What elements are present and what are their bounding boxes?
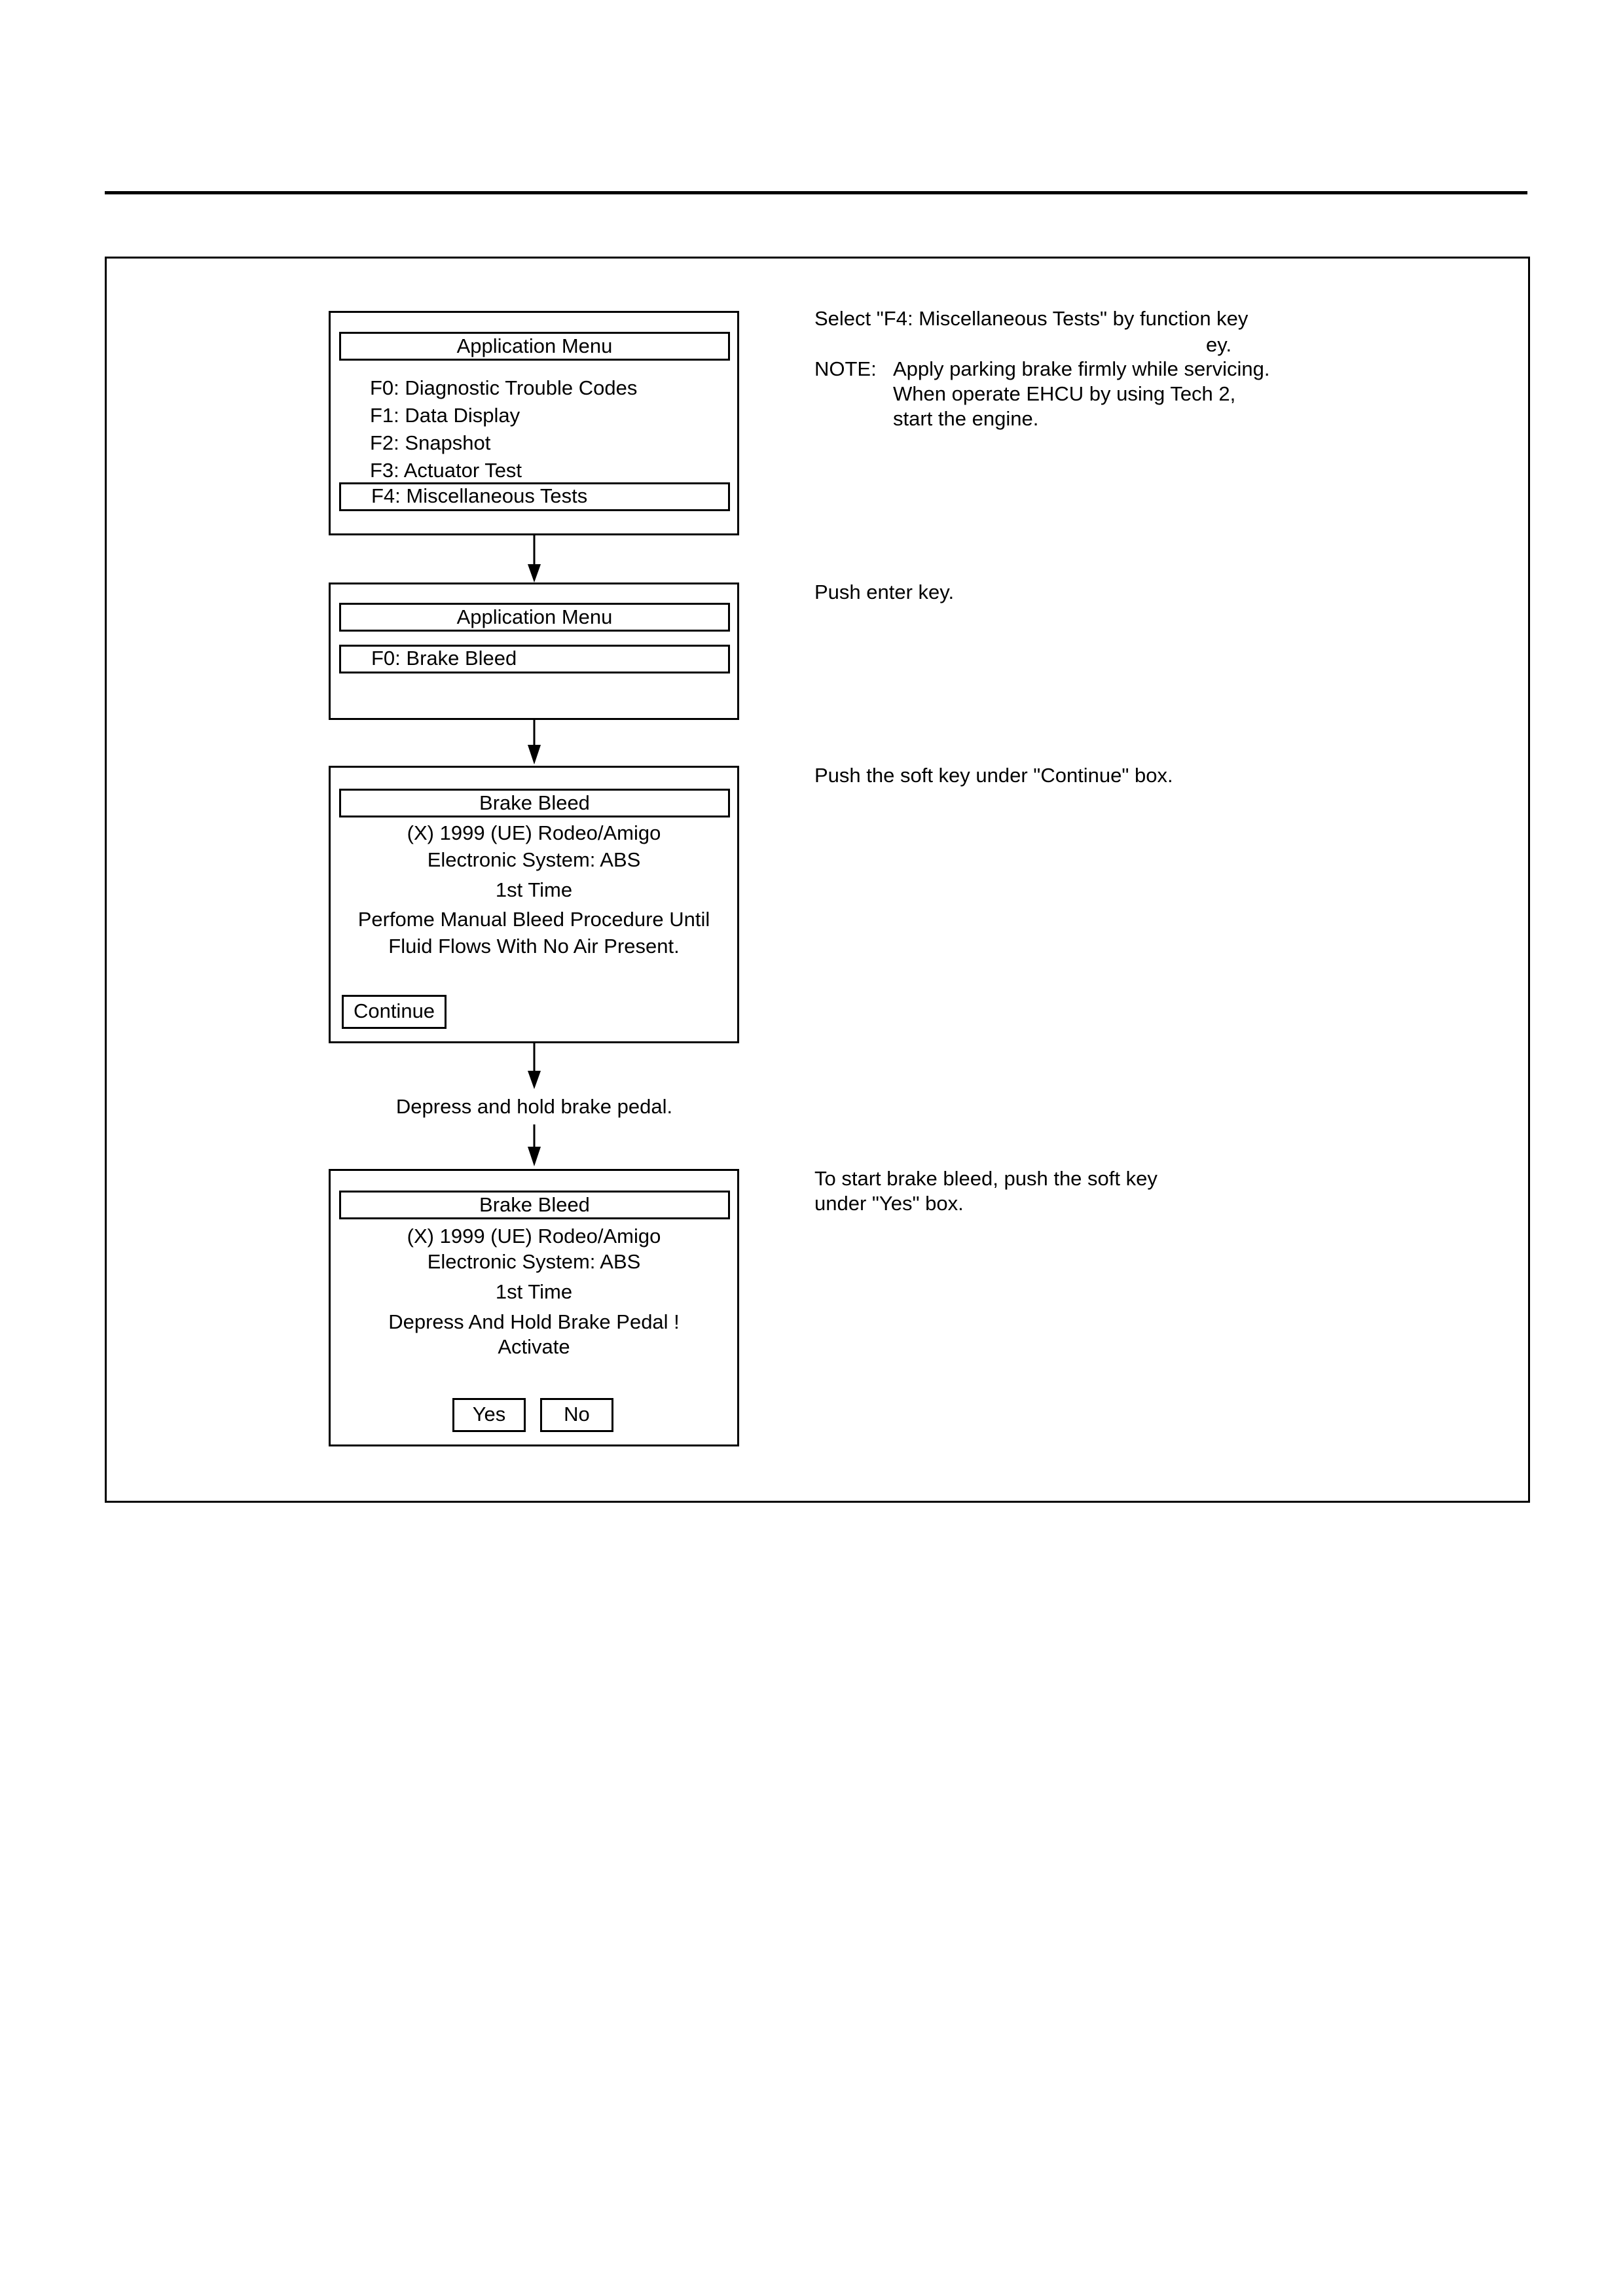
- note-line-1: Apply parking brake firmly while servici…: [893, 357, 1270, 380]
- menu-item-dtc: F0: Diagnostic Trouble Codes: [370, 376, 638, 399]
- flow-arrow-2: [528, 720, 541, 764]
- note-line-3: start the engine.: [893, 407, 1039, 430]
- depress-hold-step: Depress and hold brake pedal.: [395, 1095, 673, 1118]
- depress-hold-line: Depress And Hold Brake Pedal !: [388, 1310, 680, 1333]
- time-line: 1st Time: [495, 878, 573, 901]
- screen-title: Application Menu: [339, 332, 730, 361]
- figure-frame: [105, 257, 1530, 1503]
- flow-arrow-1: [528, 535, 541, 583]
- flow-arrow-4: [528, 1124, 541, 1166]
- screen-brake-bleed-continue: Brake Bleed (X) 1999 (UE) Rodeo/Amigo El…: [329, 766, 739, 1043]
- system-line: Electronic System: ABS: [427, 1250, 641, 1273]
- vehicle-line: (X) 1999 (UE) Rodeo/Amigo: [407, 1225, 661, 1247]
- instruction-step-2: Push enter key.: [814, 581, 955, 603]
- menu-item-actuator-test: F3: Actuator Test: [370, 459, 522, 482]
- time-line: 1st Time: [495, 1280, 573, 1303]
- menu-item-miscellaneous-tests: F4: Miscellaneous Tests: [339, 482, 730, 511]
- menu-item-data-display: F1: Data Display: [370, 404, 520, 427]
- procedure-line-2: Fluid Flows With No Air Present.: [388, 935, 680, 958]
- instruction-step-4-line-1: To start brake bleed, push the soft key: [814, 1167, 1158, 1190]
- procedure-line-1: Perfome Manual Bleed Procedure Until: [357, 908, 710, 931]
- screen-title: Brake Bleed: [339, 1191, 730, 1219]
- flow-arrow-3: [528, 1043, 541, 1089]
- screen-title: Brake Bleed: [339, 789, 730, 817]
- screen-application-menu-2: Application Menu F0: Brake Bleed: [329, 583, 739, 720]
- menu-item-snapshot: F2: Snapshot: [370, 431, 491, 454]
- vehicle-line: (X) 1999 (UE) Rodeo/Amigo: [407, 821, 661, 844]
- instruction-step-1: Select "F4: Miscellaneous Tests" by func…: [814, 307, 1249, 330]
- system-line: Electronic System: ABS: [427, 848, 641, 871]
- continue-box: Continue: [342, 995, 447, 1029]
- note-line-2: When operate EHCU by using Tech 2,: [893, 382, 1236, 405]
- screen-brake-bleed-activate: Brake Bleed (X) 1999 (UE) Rodeo/Amigo El…: [329, 1169, 739, 1446]
- yes-box: Yes: [452, 1398, 526, 1432]
- screen-title: Application Menu: [339, 603, 730, 632]
- menu-item-brake-bleed: F0: Brake Bleed: [339, 645, 730, 673]
- note-label: NOTE:: [814, 357, 877, 380]
- instruction-step-1-cont: ey.: [1206, 333, 1232, 356]
- activate-line: Activate: [498, 1335, 570, 1358]
- instruction-step-3: Push the soft key under "Continue" box.: [814, 764, 1173, 787]
- instruction-step-4-line-2: under "Yes" box.: [814, 1192, 964, 1215]
- no-box: No: [540, 1398, 613, 1432]
- header-rule: [105, 191, 1527, 194]
- screen-application-menu-1: Application Menu F0: Diagnostic Trouble …: [329, 311, 739, 535]
